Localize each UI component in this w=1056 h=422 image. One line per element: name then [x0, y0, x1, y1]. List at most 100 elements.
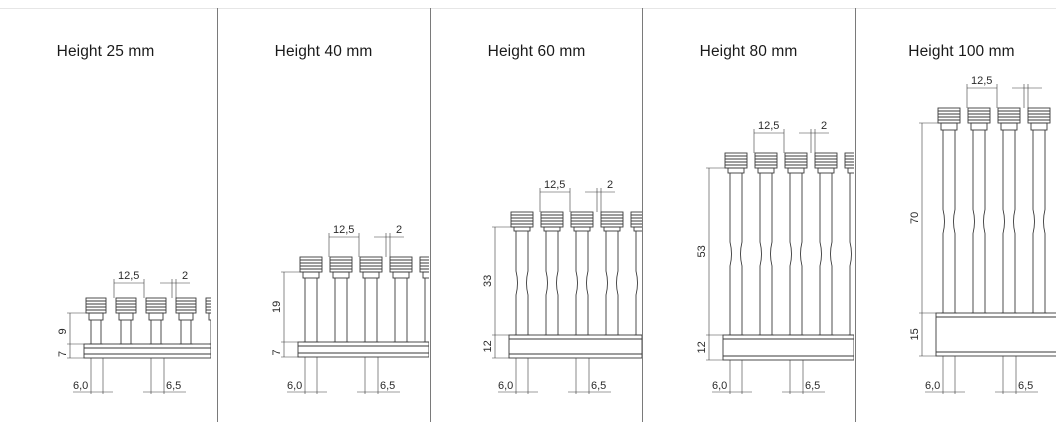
base-plate	[508, 334, 642, 359]
pillar-head	[145, 297, 167, 314]
profile-drawing: 9 7 12,5 2 6,0 6,5	[57, 270, 211, 394]
pillar-head	[570, 211, 594, 228]
pillar-shaft	[729, 173, 743, 335]
panel-height-100: Height 100 mm 70 15 12,5 6,0 6,5	[856, 0, 1056, 422]
bottom-left-dimension-label: 6,0	[712, 380, 727, 392]
panel-divider	[855, 8, 856, 422]
pillar-head	[359, 256, 383, 273]
pillar-head	[630, 211, 642, 228]
pillar-head	[175, 297, 197, 314]
profile-drawing: 19 7 12,5 2 6,0 6,5	[271, 224, 429, 394]
base-plate	[297, 341, 429, 358]
bottom-right-dimension-label: 6,5	[1018, 380, 1033, 392]
panel-height-60: Height 60 mm 33 12 12,5 2 6,0 6,5	[431, 0, 642, 422]
bottom-right-dimension-label: 6,5	[166, 380, 181, 392]
pillar-shaft	[789, 173, 803, 335]
pillar-neck	[208, 312, 211, 321]
pillar-head	[540, 211, 564, 228]
base-height-label: 7	[57, 351, 69, 357]
pillar-head	[1027, 107, 1051, 124]
pillar-neck	[940, 122, 958, 131]
panel-title: Height 100 mm	[908, 43, 1015, 60]
pillar-head	[937, 107, 961, 124]
pillar-neck	[422, 271, 429, 279]
bottom-left-dimension-label: 6,0	[73, 380, 88, 392]
pillar-neck	[757, 167, 775, 174]
gap-label: 2	[607, 179, 613, 191]
top-border	[0, 8, 1056, 9]
bottom-left-dimension-label: 6,0	[287, 380, 302, 392]
pillar-shaft	[545, 231, 559, 335]
base-plate	[83, 343, 211, 359]
pillar-head	[85, 297, 107, 314]
pillar-neck	[302, 271, 320, 279]
bottom-left-dimension-label: 6,0	[925, 380, 940, 392]
pillar-shaft	[515, 231, 529, 335]
pillar-shaft	[942, 130, 956, 313]
pillar-head	[844, 152, 854, 169]
bottom-left-dimension-label: 6,0	[498, 380, 513, 392]
pillar-shaft	[1002, 130, 1016, 313]
panel-divider	[217, 8, 218, 422]
pillar-neck	[970, 122, 988, 131]
base-height-label: 15	[909, 328, 921, 340]
profile-drawing: 70 15 12,5 6,0 6,5	[909, 75, 1056, 394]
panel-title: Height 60 mm	[487, 43, 586, 60]
pillar-head	[205, 297, 211, 314]
pillar-head	[115, 297, 137, 314]
pillar-neck	[1030, 122, 1048, 131]
panel-title: Height 40 mm	[274, 43, 373, 60]
pillar-shaft	[972, 130, 986, 313]
pitch-label: 12,5	[118, 270, 139, 282]
pillar-neck	[787, 167, 805, 174]
base-height-label: 7	[271, 349, 283, 355]
pillar-shaft	[1032, 130, 1046, 313]
pillar-neck	[332, 271, 350, 279]
pillar-head	[784, 152, 808, 169]
profile-drawing: 33 12 12,5 2 6,0 6,5	[482, 179, 642, 394]
panel-divider	[430, 8, 431, 422]
pitch-label: 12,5	[333, 224, 354, 236]
pillar-height-label: 70	[909, 212, 921, 224]
panel-height-40: Height 40 mm 19 7 12,5 2 6,0 6,5	[218, 0, 429, 422]
pillar-height-label: 9	[57, 328, 69, 334]
panel-divider	[642, 8, 643, 422]
pillar-neck	[148, 312, 164, 321]
gap-label: 2	[182, 270, 188, 282]
pillar-head	[967, 107, 991, 124]
pillar-shaft	[819, 173, 833, 335]
pillar-neck	[392, 271, 410, 279]
base-height-label: 12	[482, 340, 494, 352]
gap-label: 2	[396, 224, 402, 236]
pillar-neck	[513, 226, 531, 232]
pitch-label: 12,5	[971, 75, 992, 87]
pillar-height-label: 19	[271, 301, 283, 313]
pillar-neck	[847, 167, 854, 174]
pillar-shaft	[759, 173, 773, 335]
pillar-height-label: 33	[482, 275, 494, 287]
pillar-neck	[573, 226, 591, 232]
pillar-head	[754, 152, 778, 169]
base-plate	[935, 312, 1056, 357]
bottom-right-dimension-label: 6,5	[380, 380, 395, 392]
base-height-label: 12	[696, 341, 708, 353]
pitch-label: 12,5	[544, 179, 565, 191]
pillar-neck	[727, 167, 745, 174]
pillar-head	[814, 152, 838, 169]
bottom-right-dimension-label: 6,5	[591, 380, 606, 392]
pitch-label: 12,5	[758, 120, 779, 132]
pillar-head	[389, 256, 413, 273]
pillar-head	[600, 211, 624, 228]
bottom-right-dimension-label: 6,5	[805, 380, 820, 392]
pillar-head	[997, 107, 1021, 124]
pillar-head	[299, 256, 323, 273]
panel-title: Height 80 mm	[699, 43, 798, 60]
pillar-neck	[817, 167, 835, 174]
pillar-height-label: 53	[696, 245, 708, 257]
pillar-head	[724, 152, 748, 169]
pillar-head	[329, 256, 353, 273]
pillar-shaft	[605, 231, 619, 335]
pillar-head	[419, 256, 429, 273]
